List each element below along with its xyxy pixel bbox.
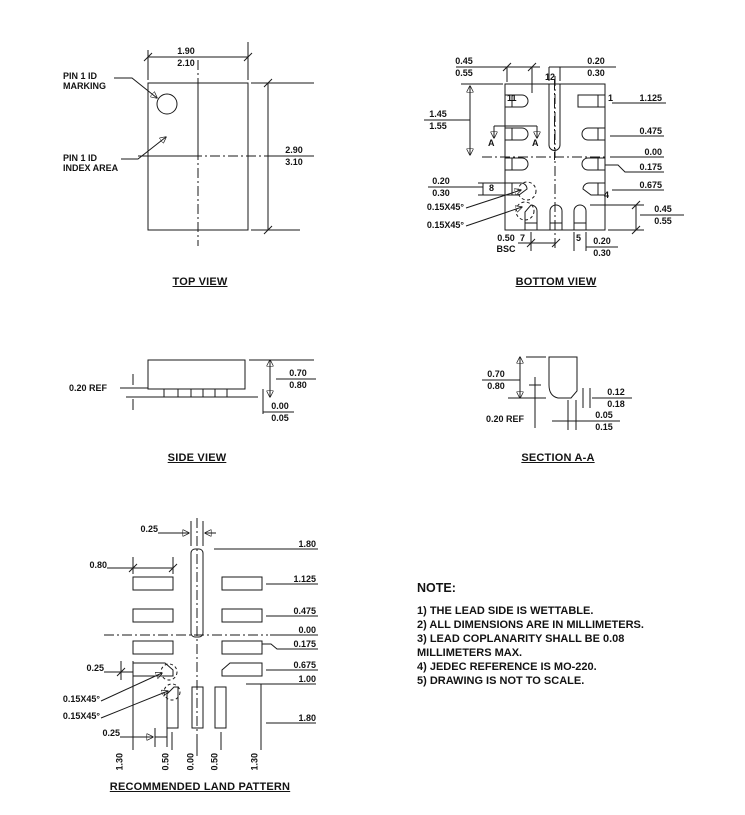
bottom-view-linework: [424, 62, 684, 251]
section-marker-a-right: A: [532, 138, 539, 148]
section-aa-title: SECTION A-A: [521, 452, 595, 464]
pin-number-1: 1: [608, 93, 614, 103]
lp-pad-width: 0.25: [86, 663, 104, 673]
note-item-4: 4) JEDEC REFERENCE IS MO-220.: [417, 661, 597, 673]
side-view-title: SIDE VIEW: [167, 452, 227, 464]
pin12-slot: [548, 84, 561, 151]
section-aa-linework: [482, 357, 632, 430]
pin1-index-hatch: [147, 82, 199, 157]
pad7-chamfered: [166, 686, 179, 729]
lp-offset-000: 0.00: [298, 625, 316, 635]
sv-height-min: 0.70: [289, 368, 307, 378]
sa-lead-width-max: 0.18: [607, 399, 625, 409]
sa-height-max: 0.80: [487, 381, 505, 391]
note-item-5: 5) DRAWING IS NOT TO SCALE.: [417, 675, 585, 687]
sa-lead-width-min: 0.12: [607, 387, 625, 397]
bv-slot-width-min: 0.20: [587, 56, 605, 66]
lp-col-130-right: 1.30: [249, 752, 260, 771]
sa-flank-min: 0.05: [595, 410, 613, 420]
bv-slot-width-max: 0.30: [587, 68, 605, 78]
bottom-view-title: BOTTOM VIEW: [515, 276, 597, 288]
note-item-2: 2) ALL DIMENSIONS ARE IN MILLIMETERS.: [417, 619, 644, 631]
sv-standoff-min: 0.00: [271, 401, 289, 411]
bv-pitch-bsc: BSC: [496, 244, 516, 254]
bv-lead-len-side-min: 0.45: [654, 204, 672, 214]
pin8-chamfered: [505, 182, 528, 196]
lp-col-000: 0.00: [185, 752, 196, 771]
top-view-linework: [114, 42, 314, 246]
bv-body-half-max: 1.55: [429, 121, 447, 131]
tv-dim-height-max: 3.10: [285, 157, 303, 167]
pin1-square: [577, 94, 606, 108]
bv-offset-0175: 0.175: [639, 162, 662, 172]
lp-pad-length: 0.80: [89, 560, 107, 570]
lp-offset-180-top: 1.80: [298, 539, 316, 549]
land-pattern-title: RECOMMENDED LAND PATTERN: [109, 781, 291, 793]
chamfer-detail-circle: [517, 181, 537, 201]
lp-offset-1125: 1.125: [293, 574, 316, 584]
pin-number-12: 12: [544, 72, 555, 82]
lp-gap: 0.25: [102, 728, 120, 738]
lp-offset-100: 1.00: [298, 674, 316, 684]
sa-flank-max: 0.15: [595, 422, 613, 432]
pin1-marking-label: PIN 1 ID MARKING: [63, 71, 106, 91]
top-view-title: TOP VIEW: [172, 276, 228, 288]
bv-pin5-width-min: 0.20: [593, 236, 611, 246]
lp-col-130-left: 1.30: [114, 752, 125, 771]
sa-height-min: 0.70: [487, 369, 505, 379]
sv-standoff-max: 0.05: [271, 413, 289, 423]
land-pattern-linework: [100, 518, 318, 756]
bv-lead-len-top-min: 0.45: [455, 56, 473, 66]
sa-lead-thickness-ref: 0.20 REF: [486, 414, 525, 424]
lead-cross-section: [548, 356, 578, 399]
bv-offset-000: 0.00: [644, 147, 662, 157]
lp-chamfer-note-2: 0.15X45°: [62, 711, 100, 721]
pin-number-5: 5: [576, 233, 582, 243]
lp-offset-0475: 0.475: [293, 606, 316, 616]
pin-number-7: 7: [520, 233, 526, 243]
slot-pad: [190, 548, 204, 638]
lp-offset-0175: 0.175: [293, 639, 316, 649]
pad8-chamfered: [132, 662, 174, 677]
lp-col-050-left: 0.50: [160, 752, 171, 771]
lp-offset-180-bottom: 1.80: [298, 713, 316, 723]
tv-dim-width-min: 1.90: [177, 46, 195, 56]
sv-lead-thickness-ref: 0.20 REF: [69, 383, 108, 393]
side-view-linework: [120, 360, 316, 414]
chamfer-detail-circle: [160, 663, 178, 681]
bv-offset-0475: 0.475: [639, 126, 662, 136]
bv-pin5-width-max: 0.30: [593, 248, 611, 258]
pin-number-8: 8: [489, 183, 495, 193]
pin1-index-label: PIN 1 ID INDEX AREA: [63, 153, 119, 173]
bv-chamfer-note-1: 0.15X45°: [426, 202, 464, 212]
pin4-chamfered: [582, 182, 605, 196]
bv-offset-0675: 0.675: [639, 180, 662, 190]
lp-chamfer-note-1: 0.15X45°: [62, 694, 100, 704]
pin1-id-marking-circle: [156, 93, 178, 115]
note-heading: NOTE:: [417, 581, 456, 595]
sv-height-max: 0.80: [289, 380, 307, 390]
lp-offset-0675: 0.675: [293, 660, 316, 670]
tv-dim-width-max: 2.10: [177, 58, 195, 68]
pin-number-11: 11: [507, 93, 517, 103]
bv-pin8-width-min: 0.20: [432, 176, 450, 186]
pad4-chamfered: [221, 662, 263, 677]
pin7-chamfered: [524, 204, 538, 230]
section-marker-a-left: A: [488, 138, 495, 148]
bv-offset-1125: 1.125: [639, 93, 662, 103]
bv-pin8-width-max: 0.30: [432, 188, 450, 198]
lp-col-050-right: 0.50: [209, 752, 220, 771]
bv-pitch-value: 0.50: [497, 233, 515, 243]
pin-number-4: 4: [604, 190, 610, 200]
tv-dim-height-min: 2.90: [285, 145, 303, 155]
bv-lead-len-side-max: 0.55: [654, 216, 672, 226]
note-list: 1) THE LEAD SIDE IS WETTABLE. 2) ALL DIM…: [417, 604, 685, 688]
lp-slot-pad-width: 0.25: [140, 524, 158, 534]
note-item-3: 3) LEAD COPLANARITY SHALL BE 0.08 MILLIM…: [417, 633, 625, 659]
bv-chamfer-note-2: 0.15X45°: [426, 220, 464, 230]
bv-body-half-min: 1.45: [429, 109, 447, 119]
note-item-1: 1) THE LEAD SIDE IS WETTABLE.: [417, 605, 594, 617]
bv-lead-len-top-max: 0.55: [455, 68, 473, 78]
